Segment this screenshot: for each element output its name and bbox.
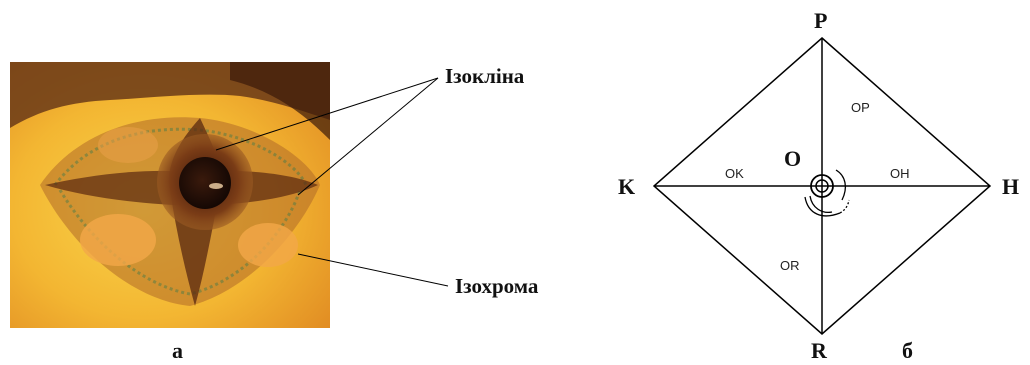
rhombus-diagram (652, 37, 992, 335)
isoclinic-label: Ізокліна (445, 64, 525, 88)
bright-lobe-right (238, 223, 298, 267)
isoclinic-leader-1 (215, 77, 439, 151)
center-circle-inner (815, 179, 829, 193)
bright-lobe-left (80, 214, 156, 266)
segment-or-label: OR (780, 258, 800, 273)
center-label: O (784, 146, 801, 171)
rhombus-labels: P K H R O OP OK OH OR б (618, 8, 1019, 363)
lower-arc-1 (809, 195, 833, 214)
vertex-bottom-label: R (811, 338, 828, 363)
vertex-right-label: H (1002, 174, 1019, 199)
eyelash-shadow (230, 62, 330, 140)
segment-op-label: OP (851, 100, 870, 115)
right-arc (835, 169, 847, 201)
isoclinic-leader-2 (297, 77, 439, 196)
central-spot (179, 157, 231, 209)
lower-arc-2 (804, 196, 841, 217)
photo-panel: Ізокліна Ізохрома а (10, 62, 539, 363)
panel-a-caption: а (172, 338, 183, 363)
center-circle-outer (810, 174, 834, 198)
vertex-top-label: P (814, 8, 827, 33)
segment-ok-label: OK (725, 166, 744, 181)
callout-lines (215, 77, 449, 287)
dashed-arc (839, 199, 850, 214)
panel-b-caption: б (902, 338, 913, 363)
bright-lobe-upper (98, 127, 158, 163)
isochrome-leader (297, 253, 449, 287)
segment-oh-label: OH (890, 166, 910, 181)
vertex-left-label: K (618, 174, 635, 199)
highlight (209, 183, 223, 189)
isochrome-label: Ізохрома (455, 274, 539, 298)
